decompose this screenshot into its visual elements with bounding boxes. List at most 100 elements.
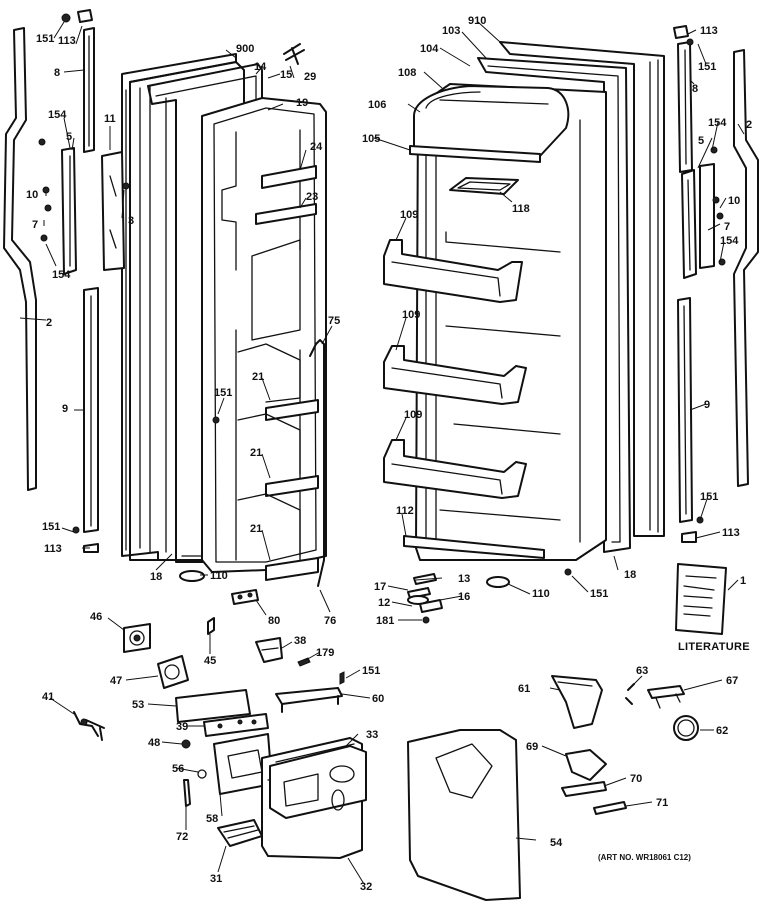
dispenser-part-47 [157, 655, 189, 689]
callout-29: 29 [304, 71, 316, 83]
callout-32: 32 [360, 881, 372, 893]
callout-151: 151 [700, 491, 718, 503]
dispenser-ring-62 [673, 715, 699, 741]
callout-76: 76 [324, 615, 336, 627]
callout-151: 151 [214, 387, 232, 399]
callout-154: 154 [720, 235, 739, 247]
callout-103: 103 [442, 25, 460, 37]
callout-14: 14 [254, 61, 267, 73]
dispenser-part-48 [181, 739, 191, 749]
callout-67: 67 [726, 675, 738, 687]
callout-5: 5 [698, 135, 704, 147]
dispenser-board-39 [203, 713, 269, 737]
callout-33: 33 [366, 729, 378, 741]
callout-7: 7 [32, 219, 38, 231]
callout-2: 2 [46, 317, 52, 329]
callout-151: 151 [36, 33, 54, 45]
dispenser-module-33 [269, 745, 367, 819]
callout-60: 60 [372, 693, 384, 705]
hinge-part-29 [283, 43, 305, 65]
callout-46: 46 [90, 611, 102, 623]
dispenser-part-151 [339, 671, 345, 685]
callout-11: 11 [104, 113, 116, 125]
callout-21: 21 [250, 523, 262, 535]
callout-54: 54 [550, 837, 563, 849]
left-screws [38, 9, 220, 553]
dispenser-part-63 [625, 683, 635, 705]
freezer-shelf-24 [261, 165, 317, 189]
callout-151: 151 [590, 588, 608, 600]
freezer-shelf-21-bottom [265, 557, 319, 581]
right-handle-7 [699, 163, 715, 269]
callout-18: 18 [150, 571, 162, 583]
freezer-door-center-ribs [237, 239, 301, 557]
callout-7: 7 [724, 221, 730, 233]
callout-31: 31 [210, 873, 222, 885]
callout-39: 39 [176, 721, 188, 733]
callout-151: 151 [362, 665, 380, 677]
left-handle-mount-11 [101, 151, 125, 271]
dispenser-part-71 [593, 801, 627, 815]
callout-9: 9 [62, 403, 68, 415]
callout-110: 110 [210, 570, 228, 582]
bottom-hinge-80 [231, 589, 259, 605]
callout-1: 1 [740, 575, 746, 587]
freezer-shelf-21-top [265, 399, 319, 421]
fresh-food-door-gasket [477, 57, 631, 553]
door-bin-109-mid [383, 345, 527, 405]
callout-63: 63 [636, 665, 648, 677]
right-handle-5 [681, 169, 697, 279]
dispenser-bracket-67 [647, 685, 685, 709]
callout-72: 72 [176, 831, 188, 843]
callout-17: 17 [374, 581, 386, 593]
callout-910: 910 [468, 15, 486, 27]
callout-24: 24 [310, 141, 323, 153]
right-handle-trim-2 [733, 49, 759, 487]
callout-112: 112 [396, 505, 414, 517]
callout-118: 118 [512, 203, 530, 215]
dispenser-funnel-61 [551, 675, 603, 729]
callout-113: 113 [58, 35, 76, 47]
art-number: (ART NO. WR18061 C12) [598, 853, 691, 862]
dispenser-part-41 [73, 711, 105, 741]
callout-109: 109 [404, 409, 422, 421]
callout-23: 23 [306, 191, 318, 203]
callout-104: 104 [420, 43, 439, 55]
callout-8: 8 [54, 67, 60, 79]
dispenser-bar-60 [275, 687, 343, 713]
dispenser-part-38 [255, 637, 283, 663]
bottom-hinge-110-right [486, 576, 510, 588]
dispenser-part-69 [565, 749, 607, 781]
callout-105: 105 [362, 133, 380, 145]
butter-bin-118 [449, 177, 519, 195]
fresh-food-door-outer-panel [499, 41, 665, 537]
callout-154: 154 [708, 117, 727, 129]
callout-15: 15 [280, 69, 292, 81]
dairy-door-106 [413, 85, 570, 157]
callout-9: 9 [704, 399, 710, 411]
dispenser-part-46 [123, 623, 151, 653]
callout-113: 113 [722, 527, 740, 539]
callout-106: 106 [368, 99, 386, 111]
callout-labels: 151 113 8 900 14 15 29 19 154 11 5 10 3 … [26, 15, 752, 893]
callout-62: 62 [716, 725, 728, 737]
callout-80: 80 [268, 615, 280, 627]
callout-21: 21 [250, 447, 262, 459]
callout-56: 56 [172, 763, 184, 775]
callout-179: 179 [316, 647, 334, 659]
callout-16: 16 [458, 591, 470, 603]
right-handle-8 [677, 41, 693, 173]
callout-113: 113 [44, 543, 62, 555]
literature-label: LITERATURE [678, 641, 750, 653]
callout-5: 5 [66, 131, 72, 143]
door-rails [439, 231, 561, 521]
callout-45: 45 [204, 655, 216, 667]
callout-151: 151 [698, 61, 716, 73]
callout-71: 71 [656, 797, 668, 809]
callout-48: 48 [148, 737, 160, 749]
dairy-shelf-105 [409, 145, 541, 163]
door-cover-54 [407, 729, 521, 901]
callout-154: 154 [52, 269, 71, 281]
callout-3: 3 [128, 215, 134, 227]
